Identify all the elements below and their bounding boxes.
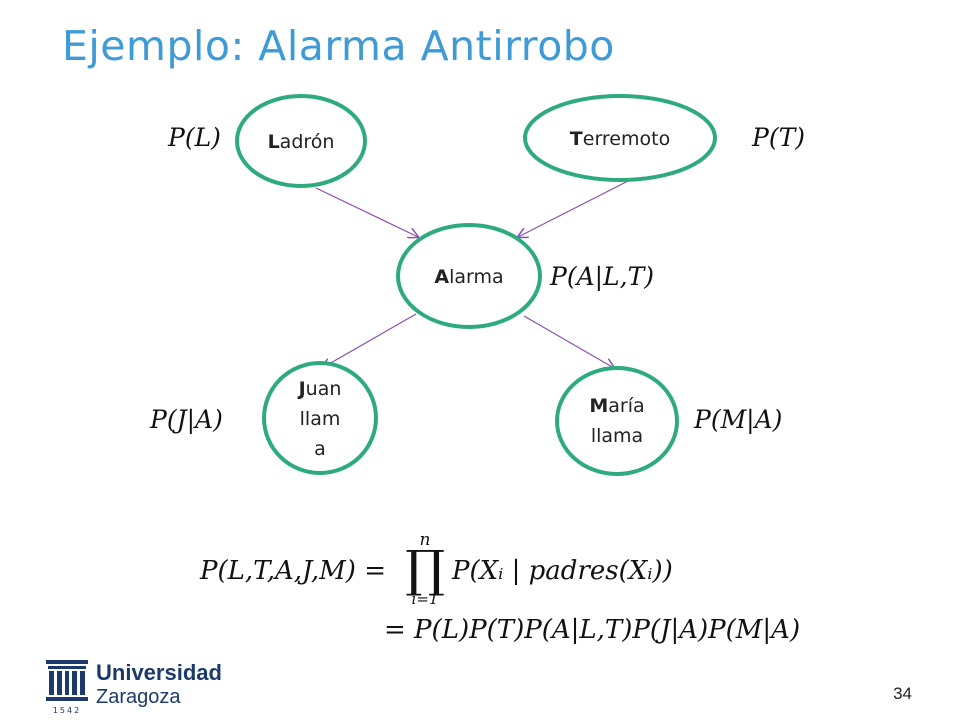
- formula-rhs-product-term: P(Xᵢ | padres(Xᵢ)): [452, 556, 673, 586]
- edge-ladron-alarma: [315, 187, 418, 237]
- node-juan-label-line2: llam: [300, 408, 341, 430]
- page-number: 34: [893, 684, 912, 703]
- node-alarma: [396, 223, 542, 329]
- university-building-icon: 1542: [46, 660, 88, 715]
- node-maria: [555, 366, 679, 476]
- node-alarma-label: Alarma: [434, 266, 503, 288]
- edge-terremoto-alarma: [518, 180, 629, 237]
- edge-alarma-maria: [523, 315, 614, 368]
- product-operator: n ∏ i=1: [400, 530, 450, 608]
- logo-year: 1542: [53, 706, 81, 715]
- prob-maria: P(M|A): [693, 405, 782, 435]
- node-terremoto-label: Terremoto: [570, 128, 670, 150]
- node-juan-label-line3: a: [314, 438, 326, 460]
- prob-terremoto: P(T): [751, 123, 805, 152]
- logo-text-universidad: Universidad: [96, 660, 222, 685]
- logo-text-zaragoza: Zaragoza: [96, 686, 181, 708]
- slide-title: Ejemplo: Alarma Antirrobo: [62, 22, 615, 70]
- node-juan-label-line1: Juan: [297, 378, 342, 400]
- formula-rhs-expanded: = P(L)P(T)P(A|L,T)P(J|A)P(M|A): [384, 615, 801, 645]
- product-symbol: ∏: [405, 540, 445, 598]
- node-juan: [262, 361, 378, 475]
- product-upper-limit: n: [419, 530, 431, 550]
- node-ladron: [235, 94, 367, 188]
- prob-alarma: P(A|L,T): [549, 262, 654, 292]
- node-terremoto: [523, 94, 717, 182]
- prob-ladron: P(L): [167, 123, 221, 152]
- edge-alarma-juan: [322, 313, 417, 368]
- prob-juan: P(J|A): [149, 405, 223, 435]
- node-maria-label-line2: llama: [591, 425, 643, 447]
- formula-lhs: P(L,T,A,J,M) =: [200, 556, 386, 586]
- university-logo: 1542 Universidad Zaragoza: [44, 658, 244, 716]
- node-ladron-label: Ladrón: [268, 131, 335, 153]
- product-lower-limit: i=1: [411, 590, 439, 608]
- node-maria-label-line1: María: [589, 395, 644, 417]
